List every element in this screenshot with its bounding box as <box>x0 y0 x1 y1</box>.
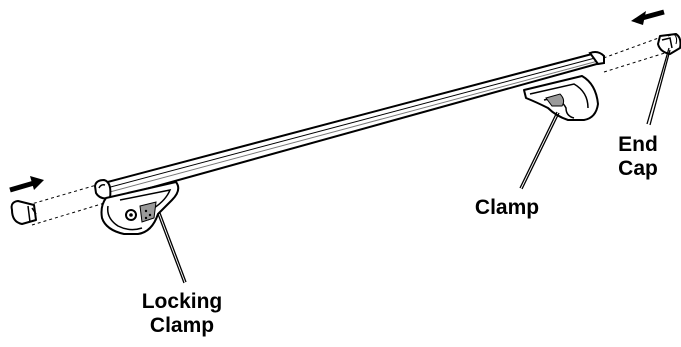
locking-clamp-part <box>100 181 180 235</box>
clamp-label: Clamp <box>462 196 552 220</box>
arrow-left-icon <box>631 9 665 25</box>
locking-clamp-label-line-1: Locking <box>141 290 223 313</box>
leader-lines <box>157 47 671 284</box>
clamp-part <box>523 75 599 121</box>
arrow-right-icon <box>9 176 44 193</box>
assembly-guide-lines <box>27 35 669 226</box>
end-cap-label-line-1: End <box>618 133 658 156</box>
locking-clamp-label-line-2: Clamp <box>149 314 215 337</box>
locking-clamp-label: Locking Clamp <box>122 290 242 338</box>
crossbar <box>93 51 605 200</box>
end-cap-label: End Cap <box>606 133 670 181</box>
end-cap-label-line-2: Cap <box>618 157 658 180</box>
clamp-label-text: Clamp <box>474 196 540 219</box>
right-end-cap-part <box>657 33 681 55</box>
left-end-cap-part <box>10 200 37 225</box>
